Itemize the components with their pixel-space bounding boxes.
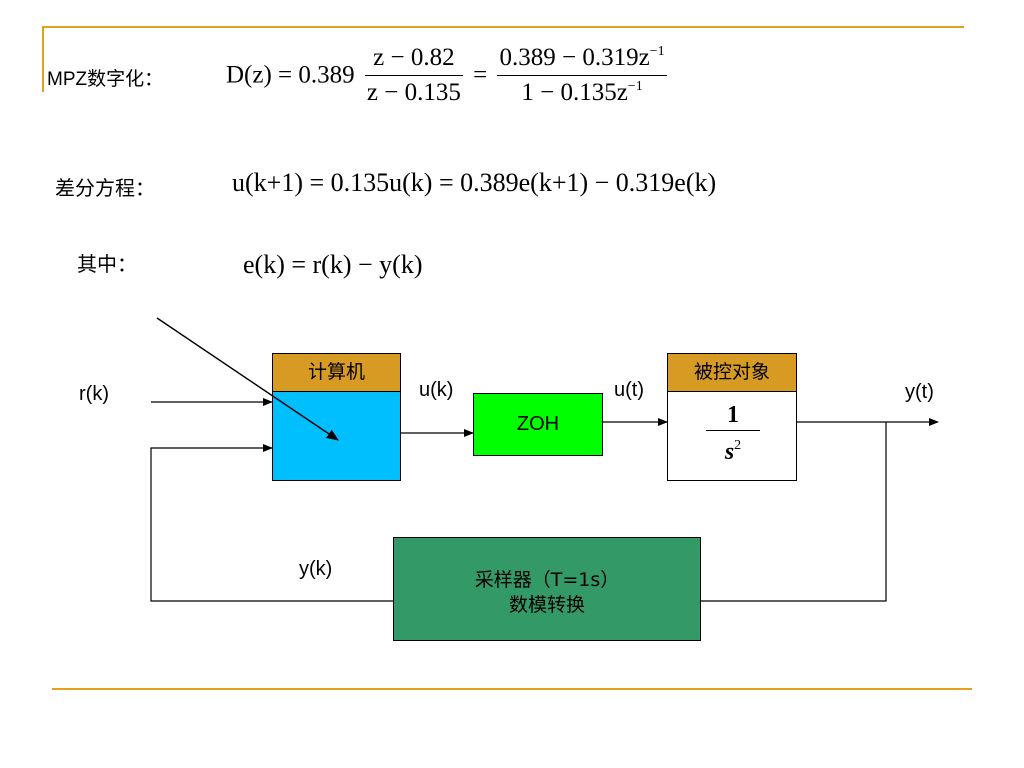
sampler-line-1: 采样器（T=1s） [474, 569, 620, 591]
plant-title: 被控对象 [667, 353, 797, 392]
zoh-block: ZOH [473, 393, 603, 456]
dz-lhs: D(z) = 0.389 [226, 61, 355, 89]
bottom-rule [52, 688, 972, 690]
dz-frac2-denominator: 1 − 0.135z−1 [521, 79, 643, 106]
dz-frac2-numerator: 0.389 − 0.319z−1 [497, 44, 667, 76]
signal-label-ut: u(t) [614, 379, 644, 401]
where-label: 其中： [77, 252, 137, 276]
error-equation: e(k) = r(k) − y(k) [243, 250, 423, 279]
dz-frac1-numerator: z − 0.82 [364, 44, 463, 76]
plant-transfer-function: 1 s2 [706, 402, 760, 467]
dz-fraction-1: z − 0.82 z − 0.135 [364, 44, 463, 107]
signal-label-uk: u(k) [419, 379, 454, 401]
dz-equation: D(z) = 0.389 z − 0.82 z − 0.135 = 0.389 … [226, 44, 671, 107]
signal-label-rk: r(k) [79, 383, 109, 405]
plant-tf-denominator: s2 [724, 438, 742, 465]
mpz-label: MPZ数字化： [47, 69, 164, 90]
plant-tf-numerator: 1 [706, 402, 760, 431]
computer-title: 计算机 [272, 353, 401, 392]
top-rule [42, 26, 964, 28]
dz-frac1-denominator: z − 0.135 [366, 79, 461, 106]
sampler-block: 采样器（T=1s） 数模转换 [393, 537, 701, 641]
computer-block [272, 391, 401, 481]
feedback-path-right [701, 422, 887, 602]
left-rule [42, 26, 44, 92]
signal-label-yt: y(t) [905, 381, 934, 403]
zoh-label: ZOH [516, 413, 560, 435]
plant-block: 1 s2 [667, 391, 797, 481]
dz-equals: = [473, 61, 488, 89]
difference-label: 差分方程： [55, 176, 155, 200]
sampler-line-2: 数模转换 [508, 594, 585, 616]
feedback-path-left [150, 444, 393, 602]
signal-label-yk: y(k) [299, 558, 333, 580]
difference-equation: u(k+1) = 0.135u(k) = 0.389e(k+1) − 0.319… [232, 168, 717, 197]
dz-fraction-2: 0.389 − 0.319z−1 1 − 0.135z−1 [497, 44, 667, 107]
